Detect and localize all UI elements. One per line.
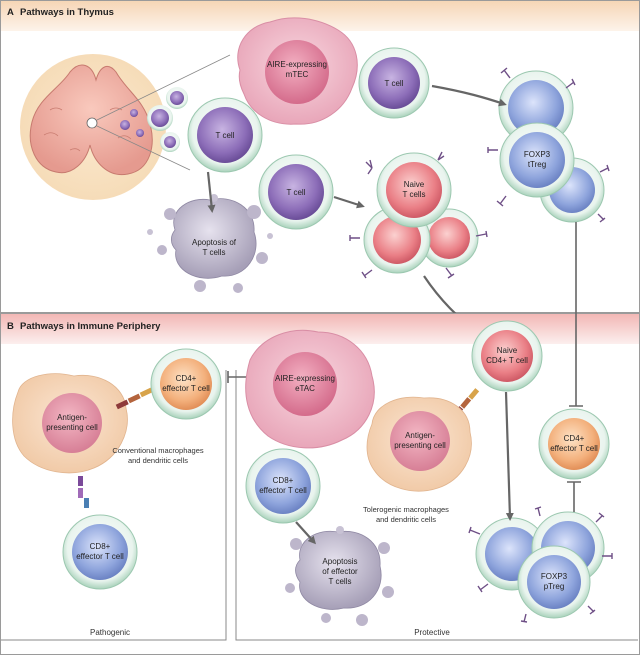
apoptosis-t-cells-label-1: Apoptosis of: [192, 238, 237, 247]
cd4-effector-left: CD4+ effector T cell: [150, 348, 222, 420]
conventional-label-1: Conventional macrophages: [112, 446, 204, 455]
cd4-effector-left-label-2: effector T cell: [162, 384, 210, 393]
foxp3-ptreg-label-1: FOXP3: [541, 572, 568, 581]
aire-mtec-label-2: mTEC: [286, 70, 309, 79]
cd4-effector-left-label-1: CD4+: [176, 374, 197, 383]
inhibit-ttreg-to-cd4: [569, 222, 583, 407]
naive-cd4-t-cell: Naive CD4+ T cell: [471, 320, 543, 392]
aire-etac-cell: AIRE-expressing eTAC: [245, 329, 375, 449]
arrow-tcell-to-apoptosis: [206, 171, 216, 213]
apc-right-label-2: presenting cell: [394, 441, 446, 450]
apc-left-label-2: presenting cell: [46, 423, 98, 432]
zoom-line-top: [96, 54, 231, 121]
arrow-tcell-to-ttreg: [431, 84, 507, 107]
t-cell-left-label: T cell: [216, 131, 235, 140]
aire-etac-label-1: AIRE-expressing: [275, 374, 335, 383]
apoptosis-effector-label-3: T cells: [329, 577, 352, 586]
foxp3-ptreg-cluster: FOXP3 pTreg: [468, 506, 613, 623]
apc-right-label-1: Antigen-: [405, 431, 435, 440]
naive-t-cells: Naive T cells: [349, 151, 488, 279]
panel-a-title: Pathways in Thymus: [20, 7, 114, 18]
cd8-effector-mid: CD8+ effector T cell: [245, 448, 321, 524]
panel-a-letter: A: [7, 7, 14, 18]
apoptosis-effector-label-2: of effector: [322, 567, 358, 576]
foxp3-ptreg-label-2: pTreg: [544, 582, 565, 591]
receptor-bridge-cd8-left: [78, 476, 89, 508]
t-cell-top-label: T cell: [385, 79, 404, 88]
arrow-cd8-to-apoptosis: [295, 521, 317, 545]
naive-t-cells-label-1: Naive: [404, 180, 425, 189]
naive-cd4-label-1: Naive: [497, 346, 518, 355]
cd8-effector-mid-label-2: effector T cell: [259, 486, 307, 495]
apc-left-label-1: Antigen-: [57, 413, 87, 422]
foxp3-ttreg-cluster: FOXP3 tTreg: [487, 67, 610, 223]
arrow-naive-to-ptreg: [504, 391, 514, 521]
cd4-effector-right-label-1: CD4+: [564, 434, 585, 443]
aire-mtec-cell: AIRE-expressing mTEC: [237, 17, 358, 125]
apoptosis-t-cells: Apoptosis of T cells: [147, 194, 273, 293]
inhibit-etac-to-cd4: [227, 371, 248, 383]
receptor-bridge-cd4-left: [115, 387, 153, 410]
thymus-organ: [20, 54, 166, 200]
apc-left: Antigen- presenting cell: [12, 373, 128, 474]
apoptosis-effector-label-1: Apoptosis: [322, 557, 357, 566]
naive-cd4-label-2: CD4+ T cell: [486, 356, 528, 365]
cd8-effector-left-label-1: CD8+: [90, 542, 111, 551]
panel-a: A Pathways in Thymus AIRE-expressing mTE…: [0, 0, 640, 338]
t-cell-left: T cell: [187, 97, 263, 173]
naive-t-cells-label-2: T cells: [403, 190, 426, 199]
t-cell-mid: T cell: [258, 154, 334, 230]
cd8-effector-mid-label-1: CD8+: [273, 476, 294, 485]
apoptosis-effector-t-cells: Apoptosis of effector T cells: [285, 526, 394, 626]
tolerogenic-label-2: and dendritic cells: [376, 515, 436, 524]
cd8-effector-left-label-2: effector T cell: [76, 552, 124, 561]
aire-mtec-label-1: AIRE-expressing: [267, 60, 327, 69]
foxp3-ttreg-label-2: tTreg: [528, 160, 546, 169]
cd4-effector-right: CD4+ effector T cell: [538, 408, 610, 480]
tolerogenic-label-1: Tolerogenic macrophages: [363, 505, 449, 514]
thymocyte-cluster: [120, 87, 188, 152]
panel-b: B Pathways in Immune Periphery Pathogeni…: [0, 313, 640, 655]
arrow-tcell-to-naive: [333, 195, 365, 209]
foxp3-ttreg-label-1: FOXP3: [524, 150, 551, 159]
aire-etac-label-2: eTAC: [295, 384, 315, 393]
pathogenic-frame: [1, 370, 227, 641]
apc-right: Antigen- presenting cell: [366, 396, 472, 492]
conventional-label-2: and dendritic cells: [128, 456, 188, 465]
apoptosis-t-cells-label-2: T cells: [203, 248, 226, 257]
pathogenic-label: Pathogenic: [90, 628, 130, 637]
protective-frame: [235, 370, 638, 641]
cd8-effector-left: CD8+ effector T cell: [62, 514, 138, 590]
t-cell-mid-label: T cell: [287, 188, 306, 197]
zoom-line-bottom: [96, 125, 191, 171]
inhibit-ptreg-to-cd4: [567, 481, 581, 512]
panel-b-title: Pathways in Immune Periphery: [20, 321, 161, 332]
protective-label: Protective: [414, 628, 450, 637]
cd4-effector-right-label-2: effector T cell: [550, 444, 598, 453]
panel-b-letter: B: [7, 321, 14, 332]
t-cell-top: T cell: [358, 47, 430, 119]
